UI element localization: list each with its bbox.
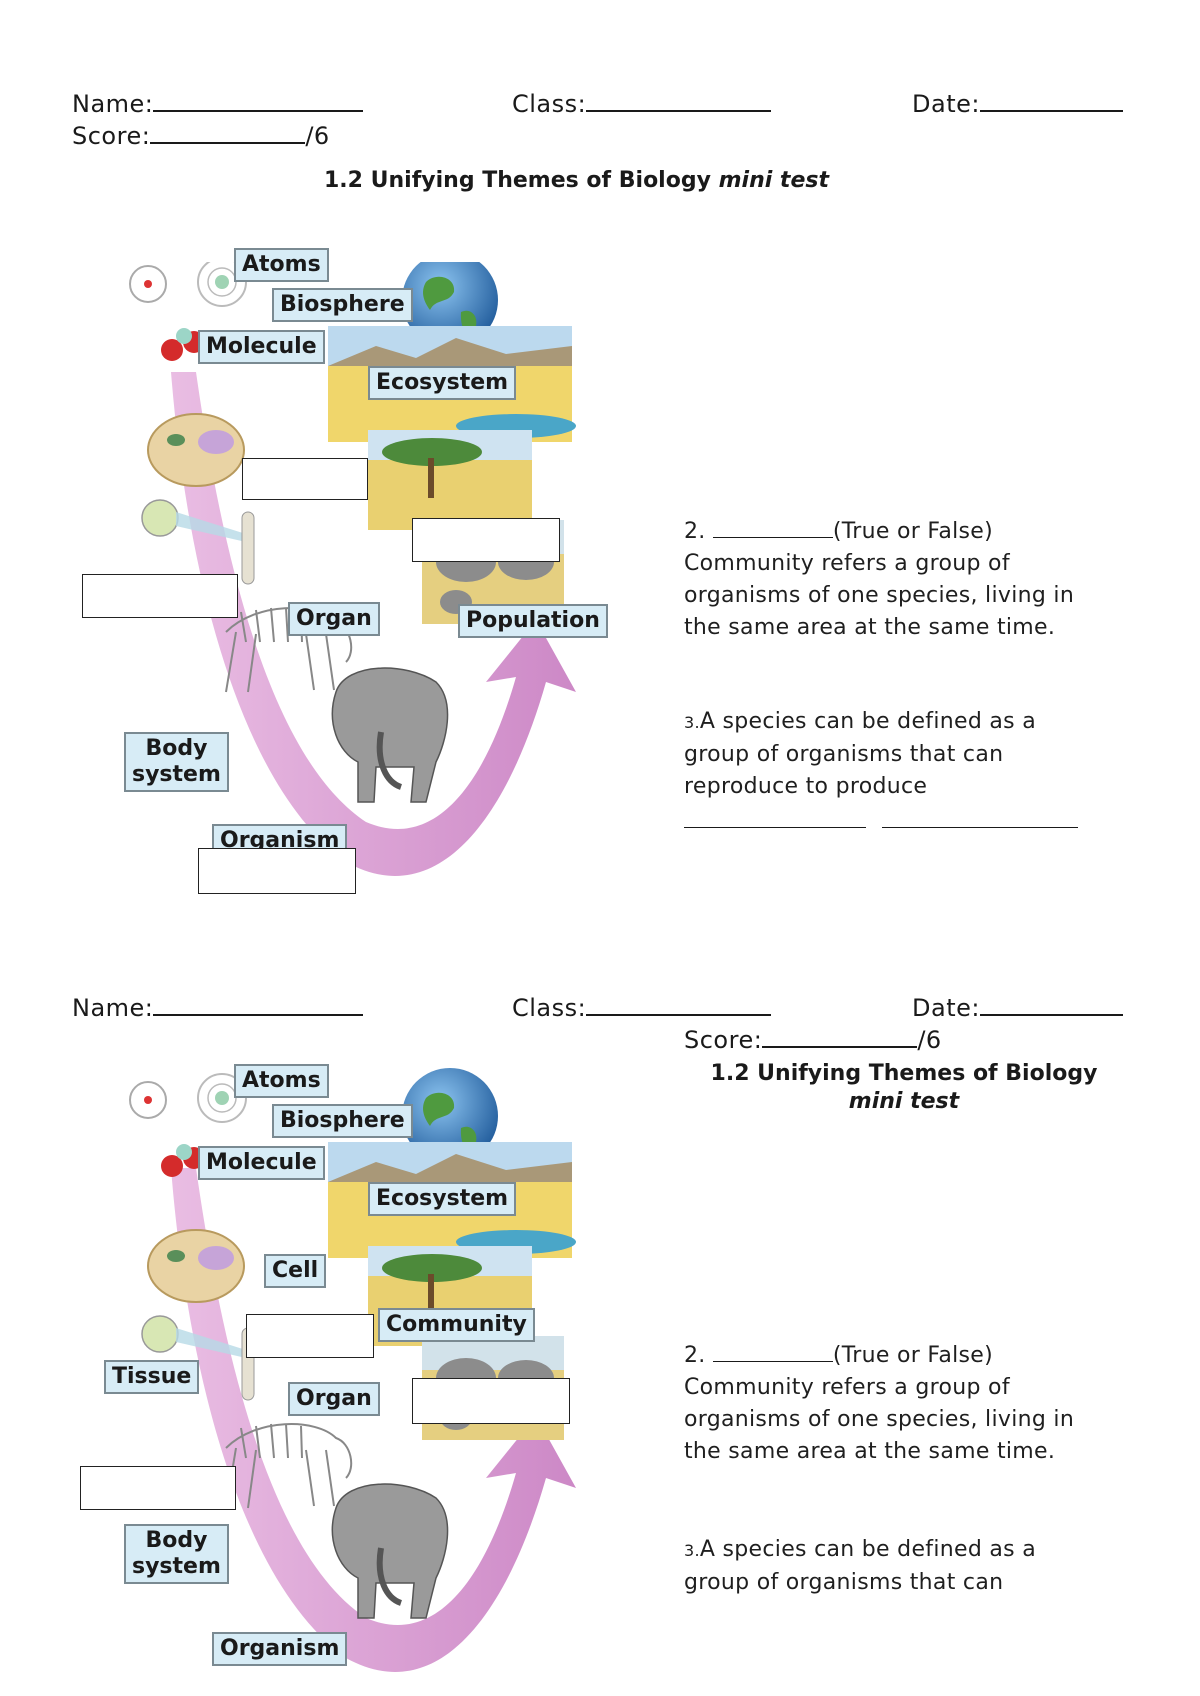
date-blank-2[interactable] <box>979 994 1123 1016</box>
class-blank-2[interactable] <box>586 994 772 1016</box>
class-blank[interactable] <box>586 90 772 112</box>
answer-box-tissue-2[interactable] <box>246 1314 374 1358</box>
name-blank-2[interactable] <box>153 994 364 1016</box>
question-3-b: 3.A species can be defined as a group of… <box>684 1537 1036 1595</box>
levels-of-organization-diagram-2: Atoms Biosphere Molecule Ecosystem Cell … <box>76 1058 636 1696</box>
q2-answer-blank[interactable] <box>712 518 833 538</box>
label-cell-2: Cell <box>264 1254 327 1288</box>
score-field-2: Score: /6 <box>684 1026 942 1054</box>
q3-answer-blank-1[interactable] <box>684 826 866 828</box>
page-title: 1.2 Unifying Themes of Biology mini test <box>324 168 829 193</box>
label-population: Population <box>458 604 608 638</box>
score-total-2: /6 <box>917 1026 942 1054</box>
label-biosphere: Biosphere <box>272 288 413 322</box>
score-total: /6 <box>305 122 330 150</box>
name-label-2: Name: <box>72 994 154 1022</box>
label-ecosystem: Ecosystem <box>368 366 517 400</box>
answer-box-cell[interactable] <box>242 458 368 500</box>
score-blank[interactable] <box>150 122 306 144</box>
answer-box-community[interactable] <box>412 518 560 562</box>
label-molecule-2: Molecule <box>198 1146 325 1180</box>
label-body-system: Body system <box>124 732 229 792</box>
label-ecosystem-2: Ecosystem <box>368 1182 517 1216</box>
class-label: Class: <box>512 90 587 118</box>
page-title-2: 1.2 Unifying Themes of Biology mini test <box>710 1061 1098 1114</box>
date-label: Date: <box>912 90 980 118</box>
score-label: Score: <box>72 122 151 150</box>
class-label-2: Class: <box>512 994 587 1022</box>
label-molecule: Molecule <box>198 330 325 364</box>
name-blank[interactable] <box>153 90 364 112</box>
date-label-2: Date: <box>912 994 980 1022</box>
name-field: Name: <box>72 90 364 118</box>
answer-box-organism[interactable] <box>198 848 356 894</box>
name-label: Name: <box>72 90 154 118</box>
class-field: Class: <box>512 90 772 118</box>
question-2: 2. (True or False) Community refers a gr… <box>684 518 1075 640</box>
label-biosphere-2: Biosphere <box>272 1104 413 1138</box>
answer-box-organ-system-2[interactable] <box>80 1466 236 1510</box>
label-organ-2: Organ <box>288 1382 380 1416</box>
answer-box-population-2[interactable] <box>412 1378 570 1424</box>
label-organism-2: Organism <box>212 1632 348 1666</box>
question-2-b: 2. (True or False) Community refers a gr… <box>684 1342 1075 1464</box>
label-community-2: Community <box>378 1308 535 1342</box>
label-body-system-2: Body system <box>124 1524 229 1584</box>
levels-of-organization-diagram: Atoms Biosphere Molecule Ecosystem Organ… <box>76 248 636 912</box>
class-field-2: Class: <box>512 994 772 1022</box>
q3-answer-blank-2[interactable] <box>882 826 1078 828</box>
label-atoms: Atoms <box>234 248 329 282</box>
label-tissue-2: Tissue <box>104 1360 200 1394</box>
score-label-2: Score: <box>684 1026 763 1054</box>
question-3: 3.A species can be defined as a group of… <box>684 709 1036 799</box>
name-field-2: Name: <box>72 994 364 1022</box>
q2-answer-blank-b[interactable] <box>712 1342 833 1362</box>
label-organ: Organ <box>288 602 380 636</box>
date-blank[interactable] <box>979 90 1123 112</box>
date-field: Date: <box>912 90 1123 118</box>
score-blank-2[interactable] <box>762 1026 918 1048</box>
date-field-2: Date: <box>912 994 1123 1022</box>
answer-box-tissue[interactable] <box>82 574 238 618</box>
label-atoms-2: Atoms <box>234 1064 329 1098</box>
score-field: Score: /6 <box>72 122 330 150</box>
